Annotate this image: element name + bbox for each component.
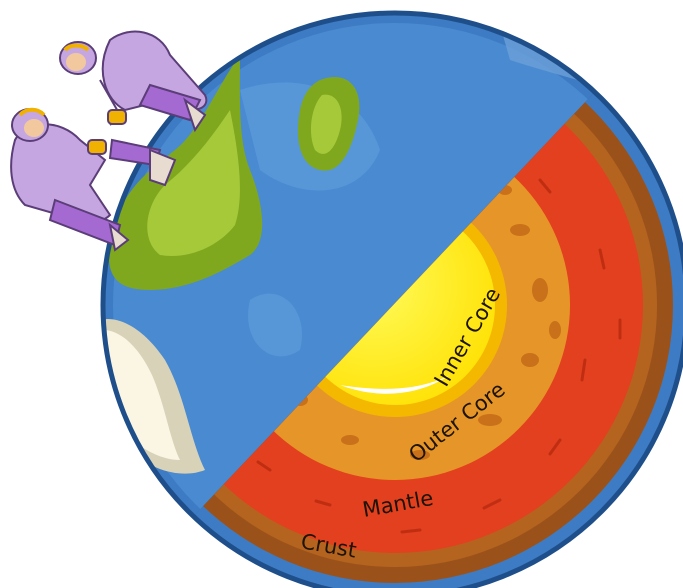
explorer-top: [60, 32, 206, 130]
